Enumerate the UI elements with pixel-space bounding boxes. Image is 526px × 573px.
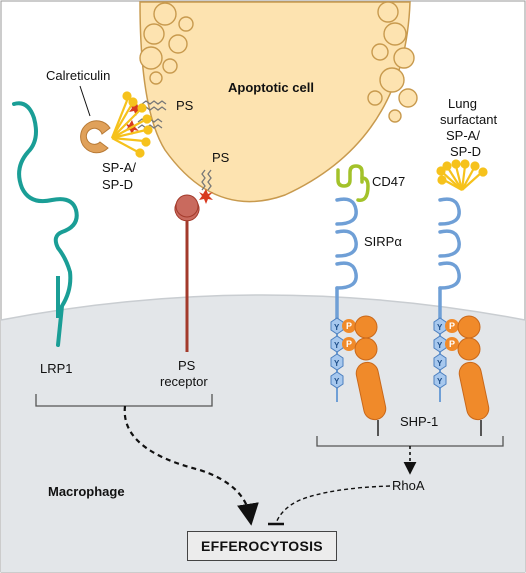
lung-label-3: SP-A/ — [446, 128, 480, 143]
cd47 — [336, 164, 370, 202]
lrp1-receptor — [12, 101, 79, 347]
ps-receptor-label-2: receptor — [160, 374, 208, 389]
cd47-label: CD47 — [372, 174, 405, 189]
p-mark: P — [449, 339, 455, 349]
lung-label-2: surfactant — [440, 112, 497, 127]
sp-left-label-1: SP-A/ — [102, 160, 136, 175]
membrane-edge — [0, 294, 526, 321]
ps-lipid-mid — [201, 169, 212, 191]
y-mark: Y — [437, 377, 443, 386]
y-mark: Y — [334, 359, 340, 368]
efferocytosis-label: EFFEROCYTOSIS — [201, 538, 323, 554]
ps-label-mid: PS — [212, 150, 230, 165]
ps-star-mid — [199, 189, 213, 204]
apoptotic-blebs — [139, 1, 418, 123]
surfactant-sp-right — [436, 159, 488, 191]
shp1-left — [354, 315, 387, 421]
sirp-left-tyrosines: Y Y Y Y P P — [330, 317, 356, 402]
lung-label-4: SP-D — [450, 144, 481, 159]
y-mark: Y — [437, 323, 443, 332]
y-mark: Y — [334, 341, 340, 350]
sirp-alpha-left — [335, 197, 358, 324]
shp1-label: SHP-1 — [400, 414, 438, 429]
y-mark: Y — [437, 341, 443, 350]
sirp-label: SIRPα — [364, 234, 402, 249]
y-mark: Y — [334, 323, 340, 332]
apoptotic-cell: Apoptotic cell — [139, 1, 418, 203]
sirp-right-tyrosines: Y Y Y Y P P — [433, 317, 459, 402]
rhoa-inhibition — [275, 485, 391, 524]
calreticulin-pointer — [79, 85, 91, 117]
p-mark: P — [449, 321, 455, 331]
ps-label-top: PS — [176, 98, 194, 113]
left-bracket-arrow — [123, 405, 259, 526]
ps-receptor-label-1: PS — [178, 358, 196, 373]
apoptotic-cell-label: Apoptotic cell — [228, 80, 314, 95]
sp-left-label-2: SP-D — [102, 177, 133, 192]
p-mark: P — [346, 321, 352, 331]
shp1-right — [457, 315, 490, 421]
macrophage-label: Macrophage — [48, 484, 125, 499]
p-mark: P — [346, 339, 352, 349]
macrophage-membrane — [1, 295, 525, 572]
calreticulin-label: Calreticulin — [46, 68, 110, 83]
lung-label-1: Lung — [448, 96, 477, 111]
calreticulin — [80, 120, 111, 154]
y-mark: Y — [437, 359, 443, 368]
surfactant-sp-left — [110, 91, 153, 158]
sirp-alpha-right — [438, 197, 461, 324]
lrp1-label: LRP1 — [40, 361, 73, 376]
ps-receptor — [174, 194, 200, 352]
efferocytosis-box: EFFEROCYTOSIS — [187, 531, 337, 561]
rhoa-label: RhoA — [392, 478, 425, 493]
y-mark: Y — [334, 377, 340, 386]
